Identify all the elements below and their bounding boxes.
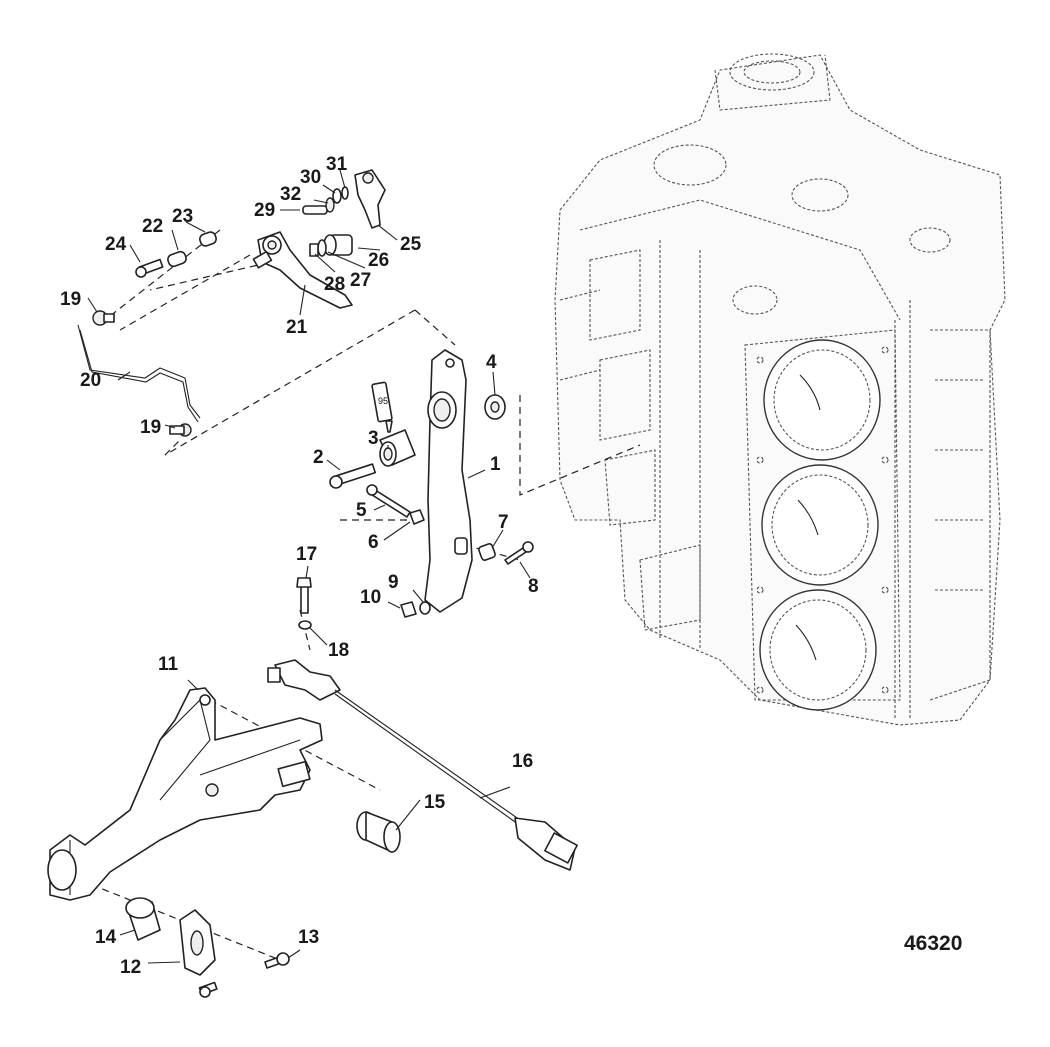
pin-15: [356, 811, 401, 853]
shift-lever-arm: [424, 349, 473, 613]
callout-15: 15: [424, 792, 446, 813]
callout-21: 21: [286, 317, 308, 338]
washer-18: [298, 620, 312, 630]
callout-labels: 1 2 3 4 5 6 7 8 9 10 11 12 13 14 15 16 1…: [60, 154, 539, 978]
sleeve-7: [478, 543, 496, 561]
callout-20: 20: [80, 370, 101, 391]
sealant-tube: 95: [371, 381, 393, 433]
bushing-23: [199, 231, 217, 247]
screw-5: [366, 484, 411, 518]
ball-joint-lower: [169, 423, 192, 437]
callout-10: 10: [360, 587, 381, 608]
callout-25: 25: [400, 234, 422, 255]
callout-29: 29: [254, 200, 275, 221]
leader-lines: [87, 169, 531, 964]
bolt-24: [135, 258, 164, 278]
bracket-11: [49, 687, 323, 901]
screw-8: [504, 541, 534, 565]
sealant-tube-label: 95: [378, 396, 388, 406]
bushing-22: [167, 250, 187, 268]
engine-block: [554, 53, 1006, 726]
callout-18: 18: [328, 640, 349, 661]
throttle-lever: [257, 231, 353, 309]
bushing-3: [379, 429, 416, 467]
washer-4: [484, 394, 506, 420]
washer-31: [341, 186, 349, 200]
screw-13: [264, 952, 290, 969]
ball-joint-upper: [92, 310, 115, 326]
callout-12: 12: [120, 957, 141, 978]
callout-5: 5: [356, 500, 367, 521]
callout-31: 31: [326, 154, 348, 175]
figure-number: 46320: [904, 932, 962, 955]
harness-16: [267, 659, 578, 871]
callout-22: 22: [142, 216, 163, 237]
sleeve-14: [125, 897, 161, 941]
screw-29: [302, 205, 328, 215]
callout-27: 27: [350, 270, 371, 291]
callout-19-lower: 19: [140, 417, 161, 438]
callout-28: 28: [324, 274, 345, 295]
washer-32: [325, 197, 335, 213]
washer-30: [332, 188, 342, 204]
callout-23: 23: [172, 206, 193, 227]
callout-30: 30: [300, 167, 321, 188]
callout-17: 17: [296, 544, 317, 565]
callout-14: 14: [95, 927, 117, 948]
callout-7: 7: [498, 512, 509, 533]
retainer-12: [179, 909, 218, 998]
callout-4: 4: [486, 352, 497, 373]
callout-9: 9: [388, 572, 399, 593]
link-rod: [77, 324, 201, 419]
callout-19-upper: 19: [60, 289, 81, 310]
callout-1: 1: [490, 454, 501, 475]
callout-13: 13: [298, 927, 319, 948]
spacer-26: [323, 234, 353, 256]
nut-6: [409, 509, 425, 525]
callout-16: 16: [512, 751, 533, 772]
nut-10: [400, 601, 417, 618]
callout-2: 2: [313, 447, 324, 468]
screw-17: [296, 577, 312, 614]
cam-arm: [354, 169, 386, 229]
washer-9: [419, 601, 431, 615]
washer-27: [317, 239, 327, 257]
callout-26: 26: [368, 250, 389, 271]
nut-28: [309, 243, 319, 257]
bolt-2: [329, 463, 377, 489]
callout-6: 6: [368, 532, 379, 553]
callout-3: 3: [368, 428, 379, 449]
callout-11: 11: [158, 654, 179, 675]
callout-24: 24: [105, 234, 127, 255]
callout-8: 8: [528, 576, 539, 597]
callout-32: 32: [280, 184, 301, 205]
